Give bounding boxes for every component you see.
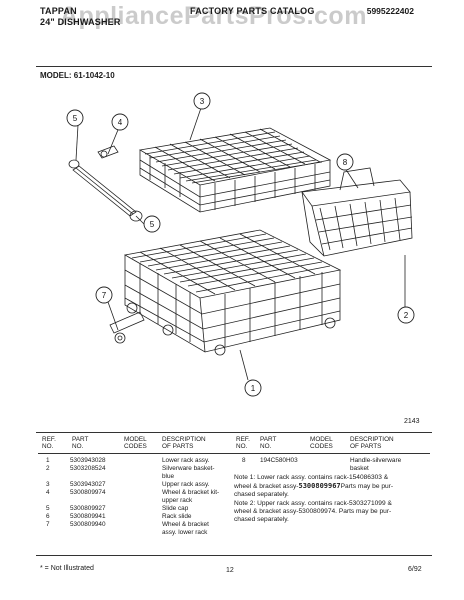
brand-block: TAPPAN 24" DISHWASHER (40, 6, 121, 28)
callout-7: 7 (102, 291, 107, 300)
header-underline (38, 453, 430, 454)
callout-4: 4 (118, 118, 123, 127)
rack-slide-drawing (68, 145, 143, 222)
callout-5a: 5 (73, 114, 78, 123)
parts-diagram: 3 4 5 5 8 2 1 7 (66, 92, 415, 397)
catalog-number: 5995222402 (366, 6, 414, 16)
table-bottom-rule (36, 555, 432, 556)
note-2: Note 2: Upper rack assy. contains rack-5… (234, 500, 392, 523)
wheel-bracket-drawing (109, 311, 145, 344)
silverware-basket-drawing (301, 167, 413, 257)
upper-rack-drawing (138, 127, 332, 213)
brand-line: TAPPAN (40, 6, 77, 16)
footer-legend: * = Not Illustrated (40, 565, 94, 572)
page-number: 12 (226, 567, 234, 574)
drawing-code: 2143 (404, 418, 420, 425)
callout-1: 1 (251, 384, 256, 393)
product-line: 24" DISHWASHER (40, 17, 121, 27)
callout-3: 3 (200, 97, 205, 106)
model-label: MODEL: 61-1042-10 (40, 71, 115, 80)
watermark: AppliancePartsPros.com (60, 2, 367, 30)
callout-8: 8 (343, 158, 348, 167)
note-1: Note 1: Lower rack assy. contains rack-1… (234, 474, 394, 498)
header-ref-right: REF.NO. (236, 436, 250, 450)
callout-2: 2 (404, 311, 409, 320)
handwritten-part-number: 5300809967 (298, 482, 341, 490)
revision-date: 6/92 (408, 566, 422, 573)
catalog-title: FACTORY PARTS CATALOG (190, 6, 315, 16)
header-rule (36, 66, 432, 67)
callout-5b: 5 (150, 220, 155, 229)
table-top-rule (36, 432, 432, 433)
lower-rack-drawing (123, 229, 342, 356)
header-ref: REF.NO. (42, 436, 56, 450)
